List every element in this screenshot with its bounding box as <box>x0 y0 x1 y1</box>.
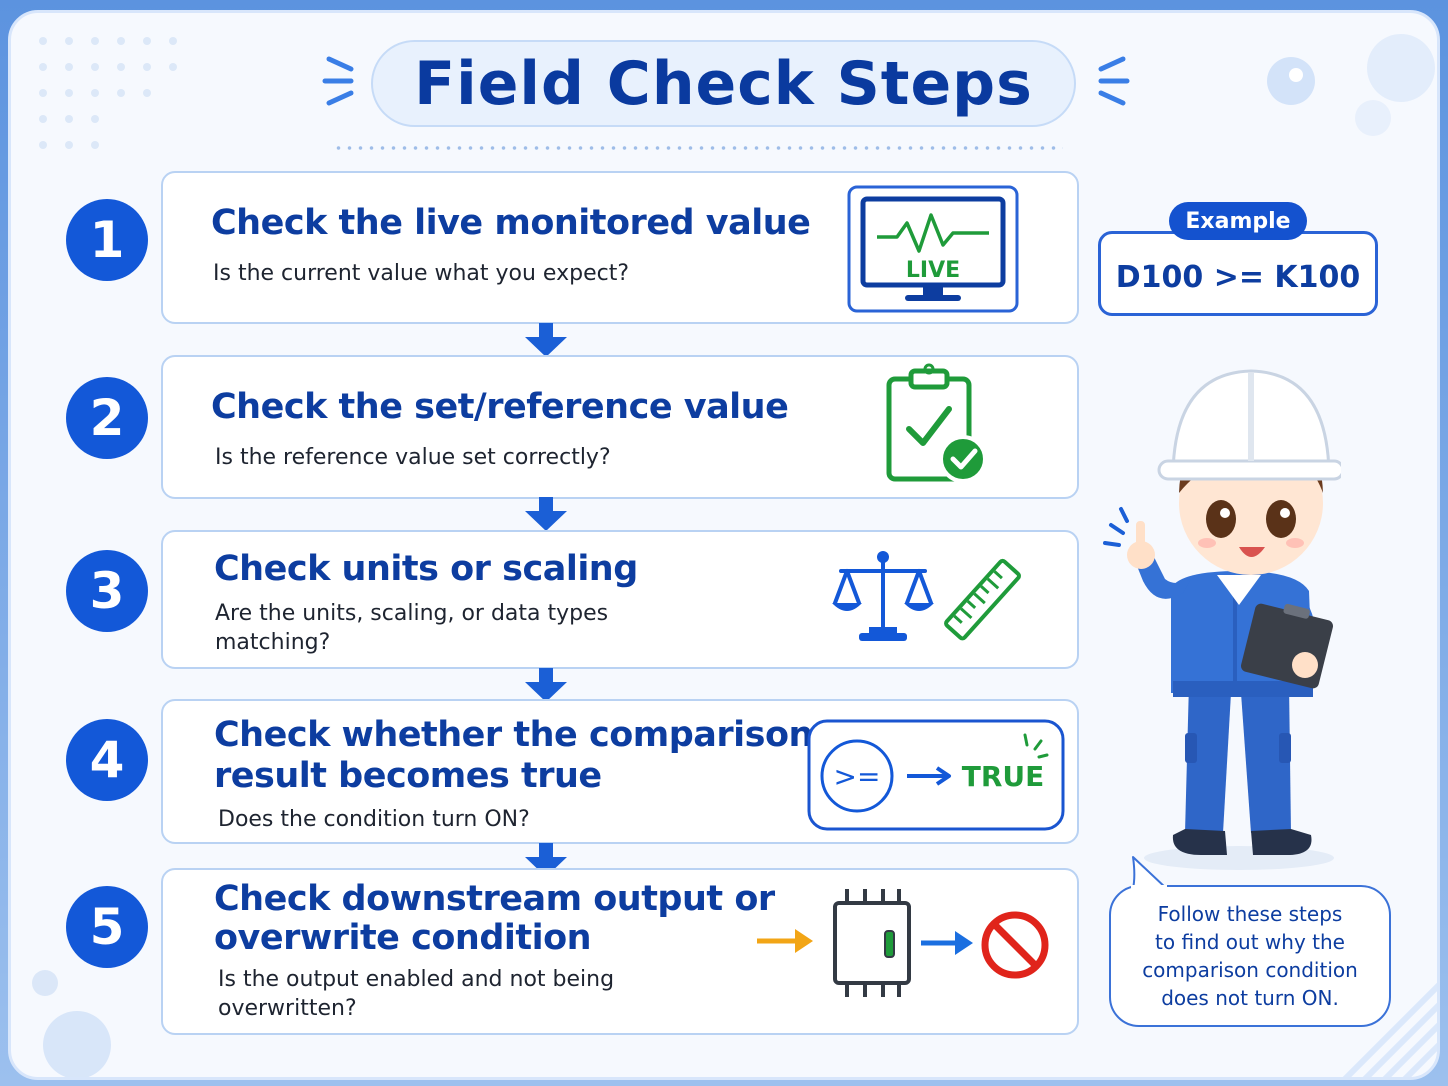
step-3-subtitle-line-2: matching? <box>215 630 331 655</box>
step-4-title-line-2: result becomes true <box>214 756 602 796</box>
step-2-title: Check the set/reference value <box>211 387 789 427</box>
step-4-number: 4 <box>66 719 148 801</box>
step-5-subtitle-line-2: overwritten? <box>218 996 357 1021</box>
arrow-down-icon <box>525 323 567 357</box>
step-3-number: 3 <box>66 550 148 632</box>
speech-bubble: Follow these steps to find out why the c… <box>1109 885 1391 1027</box>
page-title: Field Check Steps <box>414 48 1033 119</box>
step-5-subtitle-line-1: Is the output enabled and not being <box>218 967 615 992</box>
arrow-down-icon <box>525 668 567 702</box>
arrow-down-icon <box>525 843 567 877</box>
step-2-subtitle: Is the reference value set correctly? <box>215 445 611 470</box>
decorative-stripes <box>1342 982 1437 1077</box>
live-label: LIVE <box>906 258 960 283</box>
step-4-subtitle: Does the condition turn ON? <box>218 807 530 832</box>
bubble-line-1: Follow these steps <box>1157 902 1343 926</box>
sparkle-right-icon <box>1098 56 1130 106</box>
comparison-operator: >= <box>834 760 881 793</box>
example-expression: D100 >= K100 <box>1098 231 1378 316</box>
step-3-title: Check units or scaling <box>214 549 638 589</box>
step-3-subtitle-line-1: Are the units, scaling, or data types <box>215 601 609 626</box>
step-1-title: Check the live monitored value <box>211 203 811 243</box>
true-label: TRUE <box>962 760 1045 793</box>
clipboard-check-icon <box>886 363 987 483</box>
comparison-true-icon: >= TRUE <box>807 719 1065 831</box>
title-divider <box>333 146 1063 150</box>
step-5-title-line-2: overwrite condition <box>214 918 592 958</box>
worker-character-illustration <box>1103 369 1341 870</box>
step-3-card <box>161 530 1079 669</box>
step-5-card <box>161 868 1079 1035</box>
decorative-bubbles <box>1267 34 1435 136</box>
step-4-title-line-1: Check whether the comparison <box>214 715 813 755</box>
decorative-dots <box>39 37 177 149</box>
arrow-down-icon <box>525 497 567 531</box>
step-5-title-line-1: Check downstream output or <box>214 879 775 919</box>
live-monitor-icon: LIVE <box>847 185 1019 313</box>
bubble-line-2: to find out why the <box>1155 930 1345 954</box>
infographic-frame: Field Check Steps 1 Check the live monit… <box>8 10 1440 1080</box>
example-badge: Example <box>1169 202 1307 240</box>
step-1-subtitle: Is the current value what you expect? <box>213 261 630 286</box>
step-2-number: 2 <box>66 377 148 459</box>
step-1-number: 1 <box>66 199 148 281</box>
output-blocked-icon <box>757 889 1049 997</box>
bubble-line-4: does not turn ON. <box>1161 986 1339 1010</box>
sparkle-left-icon <box>322 56 354 106</box>
title-banner: Field Check Steps <box>371 40 1076 127</box>
bubble-seam <box>1131 885 1167 891</box>
bubble-line-3: comparison condition <box>1142 958 1358 982</box>
step-5-number: 5 <box>66 886 148 968</box>
balance-scale-icon <box>832 551 934 641</box>
decorative-circles <box>32 970 111 1077</box>
ruler-icon <box>944 558 1021 641</box>
